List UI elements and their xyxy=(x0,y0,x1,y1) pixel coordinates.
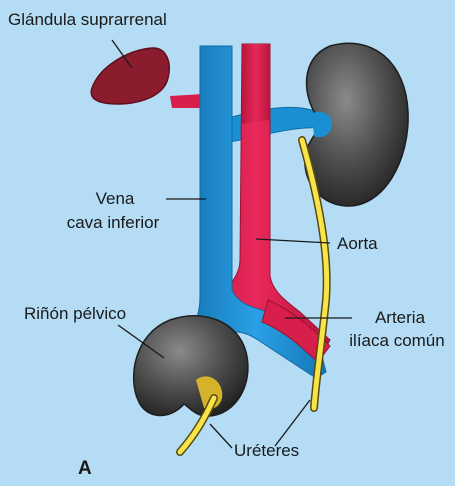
adrenal-gland-shape xyxy=(91,48,169,104)
left-renal-vessel xyxy=(170,94,204,108)
label-iliac-line2: ilíaca común xyxy=(340,330,454,351)
leader-ureter-left xyxy=(210,424,232,448)
label-ureters: Uréteres xyxy=(234,440,299,461)
label-iliac-line1: Arteria xyxy=(350,307,450,328)
label-vena-cava-line1: Vena xyxy=(60,188,170,209)
aorta-upper xyxy=(242,44,270,124)
pelvic-kidney-shape xyxy=(134,316,248,416)
label-vena-cava-line2: cava inferior xyxy=(48,212,178,233)
label-aorta: Aorta xyxy=(337,233,378,254)
label-adrenal-gland: Glándula suprarrenal xyxy=(8,9,167,30)
panel-letter: A xyxy=(78,458,92,480)
label-pelvic-kidney: Riñón pélvico xyxy=(24,303,126,324)
